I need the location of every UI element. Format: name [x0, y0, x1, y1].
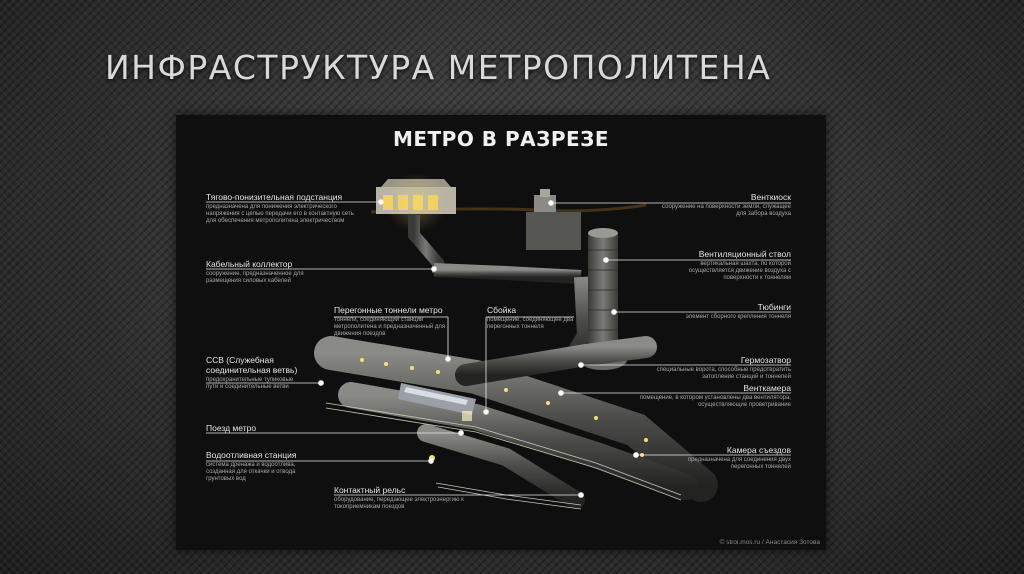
label-tubing-heading: Тюбинги	[757, 302, 791, 312]
ventilation-shaft	[588, 233, 618, 358]
cable-collector-tunnel	[433, 263, 582, 284]
label-shaft-desc: вертикальная шахта, по которой осуществл…	[688, 261, 791, 281]
metro-cross-section-illustration	[314, 173, 718, 510]
label-hermo-desc: специальные ворота, способные предотврат…	[656, 367, 791, 380]
label-vent-chamber: Венткамера помещение, в котором установл…	[631, 383, 791, 409]
label-contact-rail: Контактный рельс оборудование, передающе…	[334, 485, 494, 511]
label-boyka-desc: помещение, соединяющее два перегонных то…	[487, 317, 574, 330]
main-tunnels	[314, 336, 718, 509]
label-substation-heading: Тягово-понизительная подстанция	[206, 192, 343, 202]
label-ssv-desc: предохранительные тупиковые пути и соеди…	[206, 377, 294, 390]
label-pump-station: Водоотливная станция система дренажа и в…	[206, 450, 321, 483]
label-pump-heading: Водоотливная станция	[206, 450, 297, 460]
label-rail-heading: Контактный рельс	[334, 485, 406, 495]
slide-title: ИНФРАСТРУКТУРА МЕТРОПОЛИТЕНА	[105, 48, 772, 87]
label-tubing: Тюбинги элемент сборного крепления тонне…	[676, 302, 791, 321]
substation-building	[376, 173, 456, 233]
label-tubing-desc: элемент сборного крепления тоннеля	[685, 314, 791, 320]
label-pump-desc: система дренажа и водоотлива, созданная …	[206, 462, 296, 482]
label-hermo-heading: Гермозатвор	[740, 355, 791, 365]
label-shaft-heading: Вентиляционный ствол	[698, 249, 791, 259]
label-rail-desc: оборудование, передающее электроэнергию …	[334, 497, 464, 510]
label-congress-heading: Камера съездов	[726, 445, 791, 455]
label-kiosk-desc: сооружение на поверхности земли, служаще…	[662, 204, 791, 217]
metro-train	[398, 383, 476, 421]
label-congress-chamber: Камера съездов предназначена для соедине…	[686, 445, 791, 471]
label-substation: Тягово-понизительная подстанция предназн…	[206, 192, 356, 225]
diagram-title: МЕТРО В РАЗРЕЗЕ	[392, 127, 610, 151]
label-congress-desc: предназначена для соединения двух перего…	[687, 457, 791, 470]
label-ssv: ССВ (Служебная соединительная ветвь) пре…	[206, 355, 306, 391]
label-substation-desc: предназначена для понижения электрическо…	[206, 204, 354, 224]
label-boyka: Сбойка помещение, соединяющее два перего…	[487, 305, 579, 331]
label-vent-shaft: Вентиляционный ствол вертикальная шахта,…	[656, 249, 791, 282]
label-boyka-heading: Сбойка	[487, 305, 517, 315]
image-credit: © stroi.mos.ru / Анастасия Зотова	[719, 539, 820, 546]
label-tunnels-desc: тоннели, соединяющий станции метрополите…	[334, 317, 446, 337]
label-vent-kiosk: Венткиоск сооружение на поверхности земл…	[656, 192, 791, 218]
label-kiosk-heading: Венткиоск	[750, 192, 791, 202]
vent-kiosk	[526, 189, 581, 250]
label-ssv-heading: ССВ (Служебная соединительная ветвь)	[206, 355, 298, 375]
label-ventchamber-heading: Венткамера	[743, 383, 791, 393]
label-train-heading: Поезд метро	[206, 423, 257, 433]
label-cable-collector: Кабельный коллектор сооружение, предназн…	[206, 259, 336, 285]
label-cable-heading: Кабельный коллектор	[206, 259, 293, 269]
label-tunnels: Перегонные тоннели метро тоннели, соедин…	[334, 305, 446, 338]
label-cable-desc: сооружение, предназначенное для размещен…	[206, 271, 304, 284]
diagram-panel: МЕТРО В РАЗРЕЗЕ Тягово-понизительная под…	[176, 115, 826, 550]
leader-lines	[206, 199, 791, 498]
label-tunnels-heading: Перегонные тоннели метро	[334, 305, 443, 315]
label-train: Поезд метро	[206, 423, 306, 433]
label-hermo-gate: Гермозатвор специальные ворота, способны…	[631, 355, 791, 381]
label-ventchamber-desc: помещение, в котором установлены два вен…	[639, 395, 791, 408]
